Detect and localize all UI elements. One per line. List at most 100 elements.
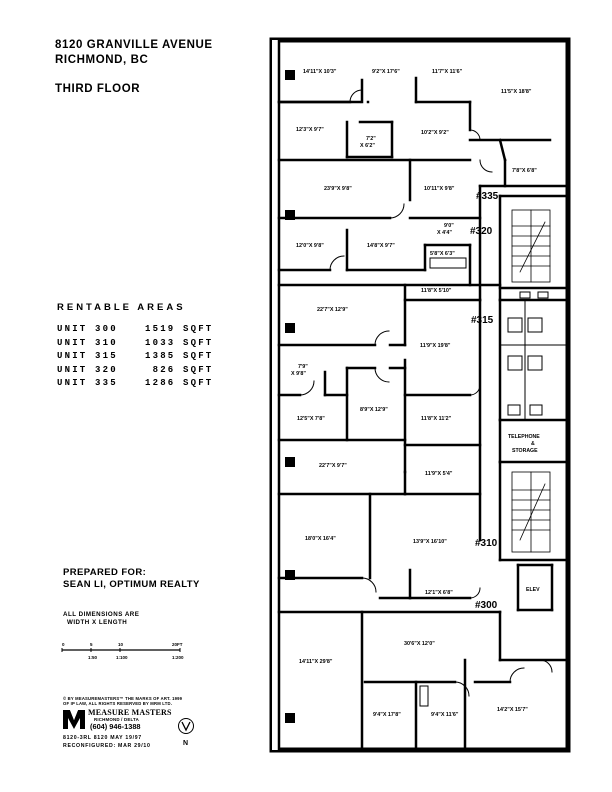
scale-ratio-1: 1:50 <box>88 655 98 660</box>
address-line-2: RICHMOND, BC <box>55 54 149 66</box>
room-label: 8'9"X 12'9" <box>360 407 388 413</box>
room-label: 12'5"X 7'8" <box>297 416 325 422</box>
address-line-1: 8120 GRANVILLE AVENUE <box>55 39 213 51</box>
unit-300-label: #300 <box>475 600 498 611</box>
unit-label: UNIT 310 <box>57 337 118 348</box>
scale-label-10: 10 <box>118 642 124 647</box>
columns <box>285 70 295 723</box>
company-phone: (604) 946-1388 <box>90 722 141 732</box>
amp-label: & <box>531 441 535 447</box>
elevator-label: ELEV <box>526 587 540 593</box>
floor-label: THIRD FLOOR <box>55 83 141 95</box>
room-label: X 6'2" <box>360 143 375 149</box>
room-label: 11'9"X 19'8" <box>420 343 451 349</box>
storage-label: STORAGE <box>512 448 538 454</box>
rentable-title: RENTABLE AREAS <box>57 302 186 313</box>
scale-ratio-2: 1:100 <box>116 655 128 660</box>
company-location: RICHMOND / DELTA <box>94 717 139 722</box>
room-label: 11'5"X 18'8" <box>501 89 532 95</box>
room-labels: 14'11"X 10'3" 9'2"X 17'6" 11'7"X 11'6" 1… <box>291 69 537 718</box>
telephone-label: TELEPHONE <box>508 434 540 440</box>
dimensions-line-2: WIDTH X LENGTH <box>67 619 128 626</box>
washroom-fixtures <box>499 291 569 421</box>
kitchen-counters <box>419 257 467 707</box>
room-label: X 9'8" <box>291 371 306 377</box>
interior-walls <box>277 76 570 752</box>
room-label: 9'2"X 17'6" <box>372 69 400 75</box>
unit-335-label: #335 <box>476 191 499 202</box>
room-label: 22'7"X 12'9" <box>317 307 348 313</box>
unit-label: UNIT 315 <box>57 351 118 362</box>
room-label: 9'4"X 11'6" <box>431 712 459 718</box>
room-label: 7'8"X 6'8" <box>512 168 537 174</box>
room-label: 23'9"X 9'8" <box>324 186 352 192</box>
prepared-for-block: PREPARED FOR: SEAN LI, OPTIMUM REALTY <box>63 567 200 591</box>
rentable-areas: RENTABLE AREAS UNIT 300 1519 SQFT UNIT 310… <box>57 302 213 391</box>
unit-area: 826 SQFT <box>145 364 214 375</box>
room-label: 14'11"X 29'8" <box>299 659 333 665</box>
door-swings <box>299 89 553 697</box>
measure-masters-logo <box>63 710 85 729</box>
copyright-block: © BY MEASUREMASTERS™ THE MARKS OF ART. 1… <box>63 696 193 707</box>
room-label: 12'3"X 9'7" <box>296 127 324 133</box>
unit-numbers: #335 #320 #315 #310 #300 <box>470 191 499 611</box>
scale-bar: 0 5 10 20FT 1:50 1:100 1:200 <box>61 642 184 660</box>
floor-plan: 14'11"X 10'3" 9'2"X 17'6" 11'7"X 11'6" 1… <box>269 37 571 753</box>
room-label: 7'2" <box>366 136 376 142</box>
room-label: 13'9"X 16'10" <box>413 539 447 545</box>
rentable-row: UNIT 300 1519 SQFT <box>57 323 213 337</box>
room-label: 10'11"X 9'8" <box>424 186 455 192</box>
prepared-label: PREPARED FOR: <box>63 567 147 578</box>
unit-320-label: #320 <box>470 226 493 237</box>
stair-north <box>511 209 551 283</box>
job-block: 8120-3RL 8120 MAY 19/97 RECONFIGURED: MA… <box>63 735 151 750</box>
room-label: 18'0"X 16'4" <box>305 536 336 542</box>
company-name: MEASURE MASTERS <box>88 708 172 717</box>
room-label: 9'4"X 17'8" <box>373 712 401 718</box>
company-block: MEASURE MASTERS RICHMOND / DELTA (604) 9… <box>88 708 172 731</box>
stair-south <box>511 471 551 553</box>
unit-area: 1385 SQFT <box>145 351 214 362</box>
reconfigured-line: RECONFIGURED: MAR 29/10 <box>63 742 151 749</box>
north-label: N <box>183 740 188 747</box>
room-label: 22'7"X 9'7" <box>319 463 347 469</box>
rentable-row: UNIT 315 1385 SQFT <box>57 350 213 364</box>
north-arrow: N <box>178 718 194 747</box>
unit-area: 1519 SQFT <box>145 324 214 334</box>
room-label: 9'0" <box>444 223 454 229</box>
copyright-line-2: OF IP LAW, ALL RIGHTS RESERVED BY MRM LT… <box>63 701 173 707</box>
room-label: 10'2"X 9'2" <box>421 130 449 136</box>
job-line: 8120-3RL 8120 MAY 19/97 <box>63 735 142 741</box>
room-label: 11'8"X 11'2" <box>421 416 452 422</box>
dimensions-line-1: ALL DIMENSIONS ARE <box>63 611 140 618</box>
rentable-row: UNIT 310 1033 SQFT <box>57 337 213 351</box>
rentable-row: UNIT 335 1286 SQFT <box>57 377 213 391</box>
room-label: 12'1"X 6'8" <box>425 590 453 596</box>
unit-310-label: #310 <box>475 538 498 549</box>
room-label: 5'8"X 6'3" <box>430 251 455 257</box>
dimensions-note: ALL DIMENSIONS ARE WIDTH X LENGTH <box>63 611 139 627</box>
scale-ratio-3: 1:200 <box>172 655 184 660</box>
room-label: X 4'4" <box>437 230 452 236</box>
rentable-row: UNIT 320 826 SQFT <box>57 364 213 378</box>
unit-area: 1033 SQFT <box>145 337 214 348</box>
prepared-name: SEAN LI, OPTIMUM REALTY <box>63 579 200 590</box>
copyright-line-1: © BY MEASUREMASTERS™ THE MARKS OF ART. 1… <box>63 696 183 701</box>
room-label: 11'7"X 11'6" <box>432 69 463 75</box>
room-label: 11'9"X 5'4" <box>425 471 453 477</box>
room-label: 7'9" <box>298 364 308 370</box>
scale-label-5: 5 <box>90 642 93 647</box>
scale-label-0: 0 <box>62 642 65 647</box>
unit-label: UNIT 335 <box>57 378 118 389</box>
room-label: 30'6"X 12'0" <box>404 641 435 647</box>
room-label: 14'8"X 9'7" <box>367 243 395 249</box>
unit-label: UNIT 300 <box>57 324 118 334</box>
room-label: 12'0"X 9'8" <box>296 243 324 249</box>
unit-315-label: #315 <box>471 315 494 326</box>
service-labels: TELEPHONE & STORAGE ELEV <box>508 434 540 593</box>
scale-label-20: 20FT <box>172 642 183 647</box>
unit-area: 1286 SQFT <box>145 378 214 389</box>
header-block: 8120 GRANVILLE AVENUE RICHMOND, BC THIRD… <box>55 38 213 97</box>
room-label: 14'2"X 15'7" <box>497 707 528 713</box>
room-label: 14'11"X 10'3" <box>303 69 337 75</box>
